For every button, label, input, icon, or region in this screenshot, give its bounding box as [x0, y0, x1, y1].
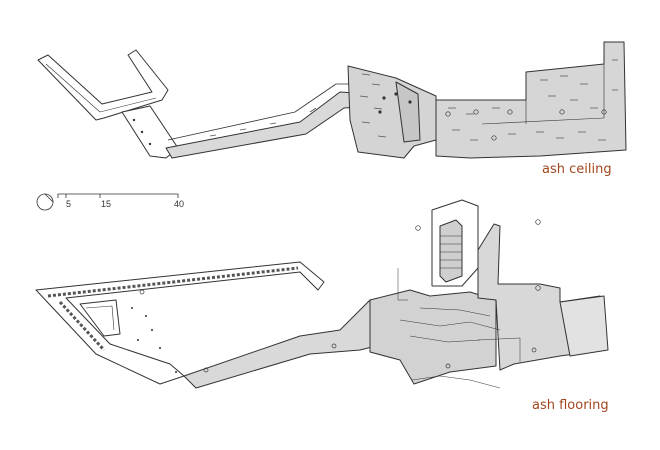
- flooring-left-gallery-wall: [47, 266, 299, 298]
- flooring-interior-lines: [397, 268, 521, 389]
- ceiling-corridor-wall: [167, 83, 352, 141]
- ceiling-right-inner-1: [481, 117, 605, 125]
- scale-tick-5: 5: [66, 199, 72, 209]
- ceiling-right-inner-2: [525, 64, 605, 124]
- scale-legend: [36, 193, 179, 211]
- ceiling-left-wing-inner: [45, 63, 157, 113]
- ceiling-hall-stair: [395, 81, 421, 143]
- flooring-left-gallery: [35, 261, 325, 385]
- flooring-left-gallery-wall-2: [58, 300, 106, 352]
- ceiling-columns: [132, 92, 412, 146]
- ceiling-hall: [347, 65, 437, 159]
- flooring-right-annex: [559, 295, 609, 357]
- ceiling-left-wing: [37, 49, 169, 121]
- ceiling-panel-texture: [209, 59, 618, 141]
- ash-flooring-label: ash flooring: [532, 398, 609, 413]
- stair-treads: [440, 235, 462, 269]
- flooring-stairs: [439, 219, 463, 283]
- flooring-plan: [35, 199, 609, 389]
- ceiling-light-rings: [445, 109, 607, 141]
- ceiling-right-block: [435, 41, 627, 159]
- scale-tick-40: 40: [174, 199, 185, 209]
- ash-ceiling-label: ash ceiling: [542, 162, 612, 177]
- scale-bar: [57, 193, 179, 198]
- flooring-display-case: [79, 299, 121, 337]
- scale-tick-15: 15: [101, 199, 112, 209]
- north-arrow-icon: [36, 193, 54, 211]
- flooring-columns: [139, 219, 541, 373]
- flooring-corridor: [183, 295, 401, 389]
- flooring-hall: [369, 289, 497, 385]
- flooring-dots: [131, 307, 177, 373]
- ceiling-plan: [37, 41, 627, 159]
